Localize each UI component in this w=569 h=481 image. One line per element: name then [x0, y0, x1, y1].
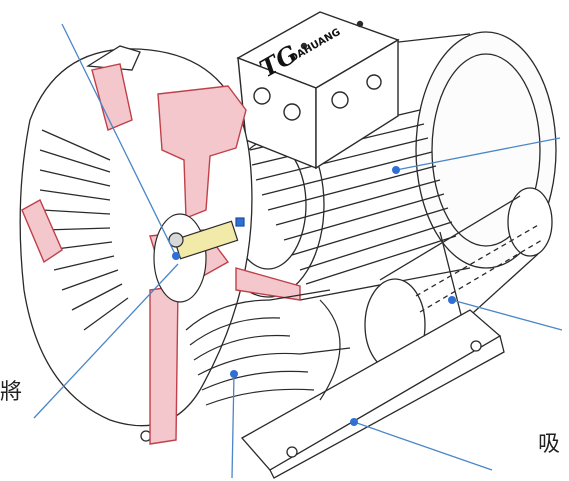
mounting-base: [140, 309, 505, 479]
label-left-partial: 將: [0, 380, 23, 405]
shaft-hub: [153, 213, 245, 303]
leader-dots: [172, 166, 456, 426]
muffler: [364, 187, 553, 372]
leader-line-top-left: [61, 23, 177, 257]
leader-line-mid-right: [451, 299, 563, 331]
terminal-box: [236, 11, 400, 170]
leader-line-top-right: [395, 137, 561, 171]
label-right-partial: 吸: [538, 432, 561, 457]
leader-line-bottom: [231, 373, 235, 479]
impeller: [185, 289, 351, 406]
leader-lines: [33, 23, 563, 479]
leader-line-lower-right: [353, 421, 493, 471]
leader-line-lower-left: [33, 263, 179, 419]
